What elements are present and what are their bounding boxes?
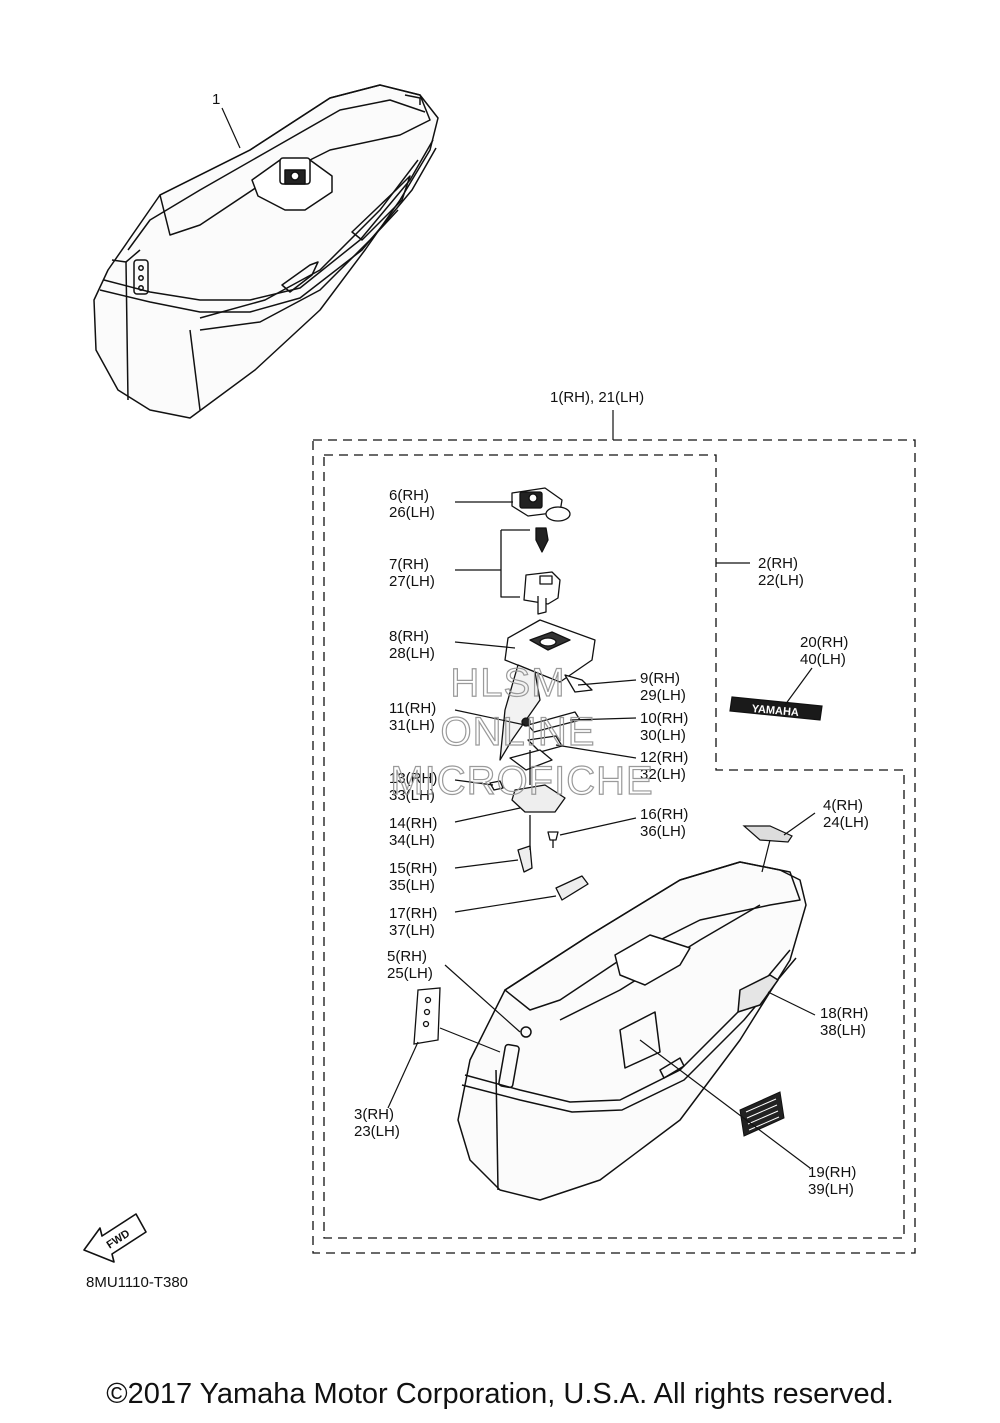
part-9-bracket	[499, 664, 593, 761]
callout-11-lh: 31(LH)	[389, 717, 435, 734]
callout-8-lh: 28(LH)	[389, 645, 435, 662]
watermark-line-2: ONLINE	[441, 710, 596, 754]
callout-15-lh: 35(LH)	[389, 877, 435, 894]
callout-8-rh: 8(RH)	[389, 628, 429, 645]
copyright-footer: ©2017 Yamaha Motor Corporation, U.S.A. A…	[106, 1378, 894, 1410]
emblem-text: YAMAHA	[751, 703, 799, 719]
watermark: HLSM ONLINE MICROFICHE	[390, 660, 654, 803]
callout-7-rh: 7(RH)	[389, 556, 429, 573]
callout-19-rh: 19(RH)	[808, 1164, 856, 1181]
callout-1: 1	[212, 91, 220, 108]
callout-13-rh: 13(RH)	[389, 770, 437, 787]
callout-16-rh: 16(RH)	[640, 806, 688, 823]
watermark-line-3: MICROFICHE	[390, 759, 653, 803]
callout-16-lh: 36(LH)	[640, 823, 686, 840]
callout-2-lh: 22(LH)	[758, 572, 804, 589]
callout-5-lh: 25(LH)	[387, 965, 433, 982]
callout-10-lh: 30(LH)	[640, 727, 686, 744]
callout-12-lh: 32(LH)	[640, 766, 686, 783]
callout-14-rh: 14(RH)	[389, 815, 437, 832]
callout-labels: 1 1(RH), 21(LH) 2(RH) 22(LH) 6(RH) 26(LH…	[212, 91, 869, 1198]
part-12-hook	[509, 735, 563, 771]
saddlebag-assembly-1	[93, 84, 439, 419]
part-17-pad	[555, 875, 589, 901]
callout-10-rh: 10(RH)	[640, 710, 688, 727]
callout-3-rh: 3(RH)	[354, 1106, 394, 1123]
assembly-boundary	[312, 439, 916, 1254]
callout-18-lh: 38(LH)	[820, 1022, 866, 1039]
callout-2-rh: 2(RH)	[758, 555, 798, 572]
callout-12-rh: 12(RH)	[640, 749, 688, 766]
callout-3-lh: 23(LH)	[354, 1123, 400, 1140]
saddlebag-exploded-lower	[457, 861, 807, 1201]
callout-9-lh: 29(LH)	[640, 687, 686, 704]
figure-code: 8MU1110-T380	[86, 1274, 188, 1291]
part-14-base	[511, 784, 566, 813]
part-13-screw	[489, 780, 504, 791]
fwd-arrow-icon: FWD	[83, 1213, 147, 1263]
callout-5-rh: 5(RH)	[387, 948, 427, 965]
part-15-clip	[517, 845, 533, 873]
callout-20-lh: 40(LH)	[800, 651, 846, 668]
callout-17-rh: 17(RH)	[389, 905, 437, 922]
callout-4-lh: 24(LH)	[823, 814, 869, 831]
callout-1-21: 1(RH), 21(LH)	[550, 389, 644, 406]
callout-14-lh: 34(LH)	[389, 832, 435, 849]
callout-9-rh: 9(RH)	[640, 670, 680, 687]
part-16-screw	[547, 831, 559, 848]
callout-19-lh: 39(LH)	[808, 1181, 854, 1198]
callout-6-lh: 26(LH)	[389, 504, 435, 521]
part-8-lock-plate	[504, 619, 596, 683]
part-3-hinge	[413, 987, 441, 1045]
callout-6-rh: 6(RH)	[389, 487, 429, 504]
watermark-line-1: HLSM	[450, 661, 565, 705]
callout-7-lh: 27(LH)	[389, 573, 435, 590]
part-7-key-cylinder	[523, 527, 561, 615]
callout-20-rh: 20(RH)	[800, 634, 848, 651]
yamaha-emblem: YAMAHA	[729, 696, 823, 721]
callout-17-lh: 37(LH)	[389, 922, 435, 939]
callout-15-rh: 15(RH)	[389, 860, 437, 877]
part-6-lock-cover	[511, 487, 571, 522]
callout-4-rh: 4(RH)	[823, 797, 863, 814]
callout-18-rh: 18(RH)	[820, 1005, 868, 1022]
part-19-label-plate	[739, 1091, 785, 1137]
part-4-reflector	[742, 825, 793, 843]
callout-11-rh: 11(RH)	[389, 700, 436, 717]
callout-13-lh: 33(LH)	[389, 787, 435, 804]
lock-components	[489, 487, 596, 901]
leader-lines	[221, 107, 816, 1169]
